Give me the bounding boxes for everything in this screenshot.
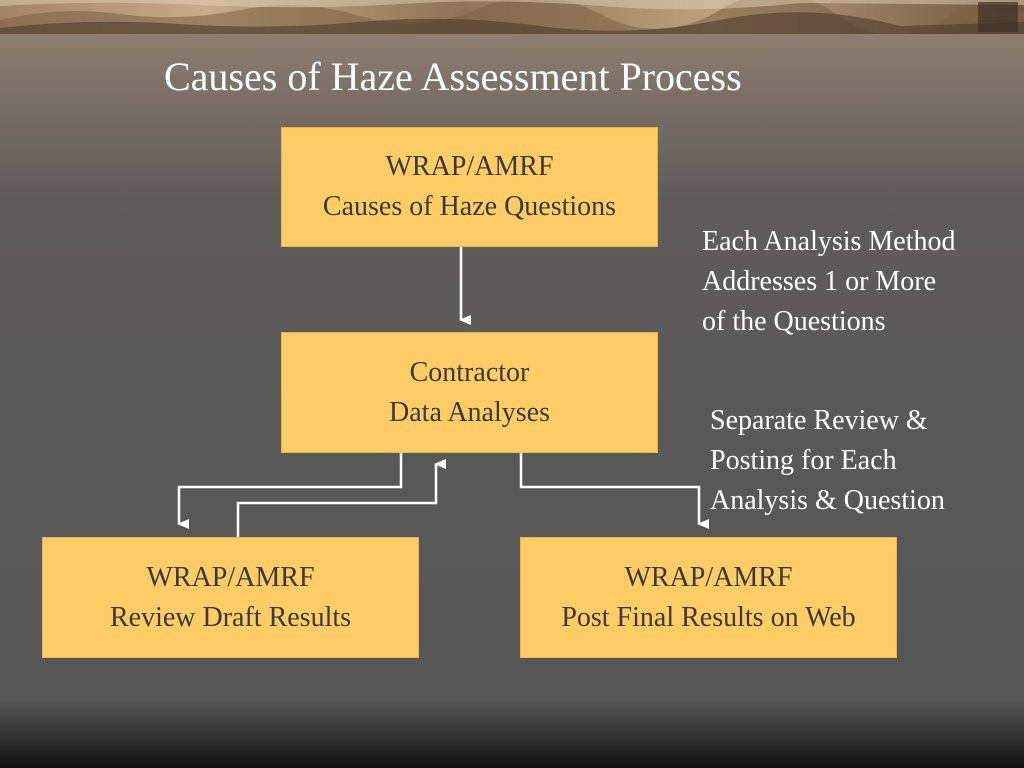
box-review-line1: WRAP/AMRF [146,561,315,593]
box-contractor: Contractor Data Analyses [281,332,658,453]
note-separate-review: Separate Review & Posting for Each Analy… [710,401,945,521]
slide-title: Causes of Haze Assessment Process [164,54,742,99]
note-method-line2: Addresses 1 or More [702,266,937,297]
arrow-contractor-to-post [519,453,709,529]
note-review-line3: Analysis & Question [710,485,945,516]
note-analysis-method: Each Analysis Method Addresses 1 or More… [702,222,956,342]
note-method-line3: of the Questions [702,306,886,337]
box-contractor-line2: Data Analyses [389,396,550,428]
arrow-contractor-to-review [177,453,403,529]
box-review: WRAP/AMRF Review Draft Results [42,537,419,658]
note-method-line1: Each Analysis Method [702,226,956,257]
note-review-line1: Separate Review & [710,405,928,436]
box-post: WRAP/AMRF Post Final Results on Web [520,537,897,658]
decorative-banner [0,0,1024,34]
box-questions-line2: Causes of Haze Questions [322,191,617,222]
desert-landscape-image [0,0,1024,34]
arrow-review-to-contractor [236,459,446,537]
box-post-line1: WRAP/AMRF [624,561,793,593]
box-questions-line1: WRAP/AMRF [385,151,554,182]
note-review-line2: Posting for Each [710,445,897,476]
box-review-line2: Review Draft Results [109,601,352,633]
box-questions: WRAP/AMRF Causes of Haze Questions [281,127,658,247]
box-contractor-line1: Contractor [409,356,530,388]
box-post-line2: Post Final Results on Web [561,601,856,633]
